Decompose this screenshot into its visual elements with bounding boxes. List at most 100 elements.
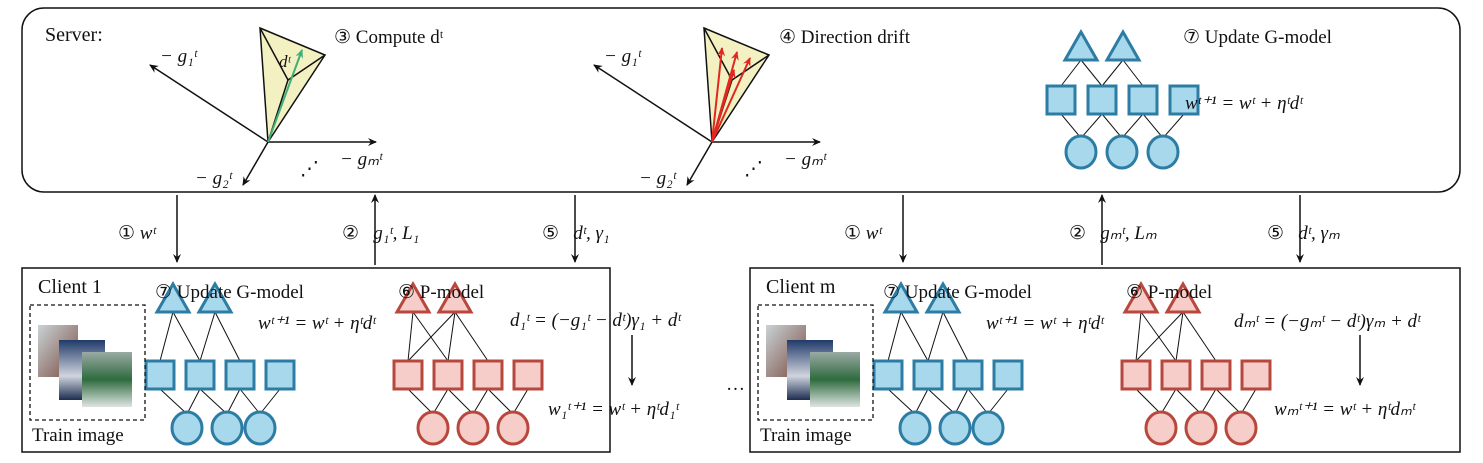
step-number: ① [118, 223, 136, 244]
g-update-formula: wᵗ⁺¹ = wᵗ + ηᵗdᵗ [258, 313, 376, 334]
connection [887, 311, 902, 362]
connection [172, 311, 201, 362]
p-model-hidden-node [1240, 359, 1272, 391]
step-text: Update G-model [1204, 27, 1332, 48]
server-g-model-input-node [1146, 134, 1180, 170]
p-update-formula: wₘᵗ⁺¹ = wᵗ + ηᵗdₘᵗ [1274, 399, 1416, 420]
p-model-output-node [436, 280, 474, 314]
g-model-label: ⑦ Update G-model [155, 281, 304, 304]
arrow2-label-cm: ② gₘᵗ, Lₘ [1069, 222, 1157, 245]
step-number: ⑥ [398, 282, 416, 303]
connection [1080, 59, 1103, 87]
step-text: Direction drift [800, 27, 911, 48]
g-model-hidden-node [912, 359, 944, 391]
p-model-input-node [1184, 410, 1218, 446]
step-number: ⑦ [155, 282, 173, 303]
p-model-hidden-node [432, 359, 464, 391]
server-g-model-input-node [1064, 134, 1098, 170]
p-model-hidden-node [392, 359, 424, 391]
ellipsis: … [726, 374, 745, 395]
step-number: ② [342, 223, 360, 244]
arrow1-label-cm: ① wᵗ [844, 222, 882, 245]
step-number: ⑥ [1126, 282, 1144, 303]
g-model-hidden-node [992, 359, 1024, 391]
connection [967, 388, 989, 415]
train-image [810, 352, 860, 407]
g-model-hidden-node [184, 359, 216, 391]
g-model-hidden-node [144, 359, 176, 391]
step4-label: ④ Direction drift [779, 26, 910, 49]
p-model-label: ⑥ P-model [398, 281, 484, 304]
connection [1162, 113, 1185, 139]
connection [1080, 113, 1103, 139]
connection [1160, 388, 1177, 415]
server-g-model-input-node [1105, 134, 1139, 170]
connection [987, 388, 1009, 415]
server-g-model-output-node [1104, 28, 1142, 62]
server-g-model-hidden-node [1086, 84, 1118, 116]
step-number: ⑦ [1183, 27, 1201, 48]
step-number: ③ [334, 27, 352, 48]
p-model-input-node [416, 410, 450, 446]
connection [199, 388, 228, 415]
connection [454, 311, 489, 362]
connection [1175, 388, 1202, 415]
connection [1182, 311, 1217, 362]
p-model-input-node [456, 410, 490, 446]
step-number: ⑤ [542, 223, 560, 244]
drift-arrow [711, 69, 736, 143]
g-model-output-node [882, 280, 920, 314]
step-number: ① [844, 223, 862, 244]
train-image-label: Train image [760, 425, 852, 446]
connection [942, 311, 969, 362]
client-m-title: Client m [766, 276, 836, 298]
connection [1240, 388, 1257, 415]
step3-label: ③ Compute dᵗ [334, 26, 443, 49]
g-model-output-node [154, 280, 192, 314]
connection [1135, 311, 1142, 362]
p-model-output-node [1122, 280, 1160, 314]
server-g-model-hidden-node [1127, 84, 1159, 116]
connection [1175, 311, 1184, 362]
connection [472, 388, 489, 415]
train-image [82, 352, 132, 407]
connection [1142, 113, 1164, 139]
arrow-text: wᵗ [139, 223, 156, 244]
arrow-text: dᵗ, γ₁ [573, 223, 610, 244]
p-model-hidden-node [1200, 359, 1232, 391]
connection [1200, 388, 1217, 415]
connection [927, 388, 956, 415]
p-model-output-node [1164, 280, 1202, 314]
step-number: ④ [779, 27, 797, 48]
g-model-input-node [898, 410, 932, 446]
connection [412, 311, 449, 362]
arrow2-label-c1: ② g₁ᵗ, L₁ [342, 222, 419, 245]
connection [1140, 311, 1177, 362]
g-model-label: ⑦ Update G-model [883, 281, 1032, 304]
connection [407, 311, 456, 362]
connection [954, 388, 969, 415]
axis-g2-label: − g₂ᵗ [195, 168, 232, 189]
client-1-box [21, 267, 611, 453]
g-model-hidden-node [264, 359, 296, 391]
g-model-hidden-node [872, 359, 904, 391]
axis-gm-label: − gₘᵗ [340, 149, 383, 170]
connection [1135, 388, 1162, 415]
train-image-box [29, 304, 146, 421]
g-model-input-node [170, 410, 204, 446]
axis-dots: ⋰ [300, 159, 319, 180]
step-text: P-model [419, 282, 485, 303]
connection [447, 388, 474, 415]
p-model-hidden-node [1160, 359, 1192, 391]
axis-g1-label: − g₁ᵗ [160, 46, 197, 67]
arrow5-label-c1: ⑤ dᵗ, γ₁ [542, 222, 610, 245]
server-g-model-hidden-node [1168, 84, 1200, 116]
connection [914, 388, 929, 415]
pyramid [259, 26, 327, 145]
connection [1060, 113, 1082, 139]
connection [407, 388, 434, 415]
connection [1215, 388, 1242, 415]
connection [226, 388, 241, 415]
p-model-input-node [1224, 410, 1258, 446]
